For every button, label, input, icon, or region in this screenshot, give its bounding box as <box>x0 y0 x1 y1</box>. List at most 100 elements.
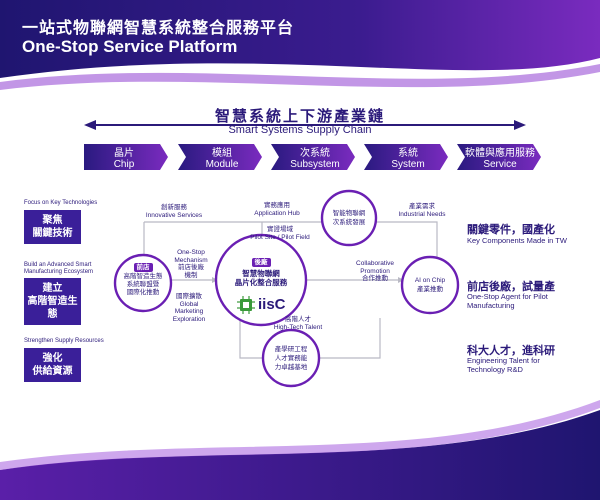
link-label-innovative: 創新服務 Innovative Services <box>138 204 210 219</box>
bottom-banner <box>0 410 600 500</box>
stage-chip: 晶片 Chip <box>84 144 164 170</box>
link-label-app-hub-en: Application Hub <box>254 209 300 217</box>
bottom-node-circle <box>261 328 321 388</box>
link-label-mechanism-1: One-Stop <box>177 249 205 256</box>
bottom-banner-accent <box>0 400 600 470</box>
link-label-talent-zh: 高階人才 <box>285 316 311 323</box>
front-node-line1: 高階智造生態 <box>123 273 163 280</box>
right-sub-talent: Engineering Talent for Technology R&D <box>467 356 540 374</box>
supply-chain-title-zh: 智慧系統上下游產業鏈 <box>214 108 385 125</box>
right-node: AI on Chip 產業推動 <box>405 276 455 294</box>
center-node-line1: 智慧物聯網 <box>242 269 280 278</box>
stage-subsystem: 次系統 Subsystem <box>277 144 353 170</box>
link-label-mechanism-2: Mechanism <box>174 256 208 264</box>
top-node-circle <box>320 189 378 247</box>
stage-module-en: Module <box>205 159 239 170</box>
bottom-node-line2: 人才實務能 <box>274 355 308 362</box>
link-label-pilot-zh: 實證場域 <box>267 226 293 233</box>
left-box-key-tech: 聚焦 關鍵技術 <box>24 210 81 244</box>
stage-module-zh: 模組 <box>212 148 232 159</box>
center-node-tag: 後廠 <box>251 258 271 267</box>
chevron-module <box>178 144 262 170</box>
link-label-innovative-en: Innovative Services <box>145 211 203 219</box>
top-banner <box>0 0 600 78</box>
front-node-line2: 系統聯盟暨 <box>126 281 160 288</box>
chevron-chip <box>84 144 168 170</box>
link-label-app-hub: 實務應用 Application Hub <box>247 202 307 217</box>
left-box-ecosystem: 建立 高階智造生態 <box>24 278 81 325</box>
center-node: 後廠 智慧物聯網 晶片化整合服務 <box>216 257 306 287</box>
stage-chip-zh: 晶片 <box>114 148 134 159</box>
chain-arrow-right-head <box>514 120 526 130</box>
stage-subsystem-en: Subsystem <box>290 159 340 170</box>
left-box-ecosystem-line1: 建立 <box>42 283 63 294</box>
stage-service-en: Service <box>483 159 517 170</box>
right-sub-pilot-line1: One-Stop Agent for Pilot <box>467 292 548 301</box>
stage-system-zh: 系統 <box>398 148 418 159</box>
link-label-collab-3: 合作推動 <box>362 275 388 282</box>
stage-subsystem-zh: 次系統 <box>300 148 330 159</box>
center-node-line2: 晶片化整合服務 <box>234 278 288 287</box>
chevron-system <box>364 144 448 170</box>
stage-system: 系統 System <box>370 144 446 170</box>
left-caption-ecosystem-line2: Manufacturing Ecosystem <box>24 269 94 275</box>
left-box-key-tech-line2: 關鍵技術 <box>32 228 73 239</box>
link-label-innovative-zh: 創新服務 <box>161 204 187 211</box>
right-title-pilot: 前店後廠，試量產 <box>467 281 555 293</box>
left-box-supply-line2: 供給資源 <box>32 366 73 377</box>
link-label-collab: Collaborative Promotion 合作推動 <box>345 260 405 283</box>
link-label-collab-2: Promotion <box>360 267 390 275</box>
link-label-app-hub-zh: 實務應用 <box>264 202 290 209</box>
front-node-tag: 前店 <box>133 263 153 272</box>
link-label-exploration: 國際擴散 Global Marketing Exploration <box>166 293 212 323</box>
right-node-circle <box>400 255 460 315</box>
front-node-line3: 國際化推動 <box>126 289 160 296</box>
right-title-talent: 科大人才，進科研 <box>467 345 555 357</box>
top-node-line2: 次系統發展 <box>332 219 366 226</box>
right-title-components: 關鍵零件，國產化 <box>467 224 555 236</box>
page-title-zh: 一站式物聯網智慧系統整合服務平台 <box>22 20 295 37</box>
right-node-line1: AI on Chip <box>414 277 446 284</box>
chain-arrow-left-head <box>84 120 96 130</box>
link-label-pilot-en: Pilot Site / Pilot Field <box>250 233 310 241</box>
chip-logo-icon <box>237 296 255 314</box>
link-label-exploration-1: 國際擴散 <box>176 293 202 300</box>
stage-service: 軟體與應用服務 Service <box>461 144 539 170</box>
right-node-line2: 產業推動 <box>417 286 443 293</box>
chevron-subsystem <box>271 144 355 170</box>
chevron-service <box>457 144 541 170</box>
page-title-en: One-Stop Service Platform <box>22 37 238 56</box>
right-sub-pilot-line2: Manufacturing <box>467 301 515 310</box>
right-sub-talent-line1: Engineering Talent for <box>467 356 540 365</box>
front-node: 前店 高階智造生態 系統聯盟暨 國際化推動 <box>118 263 168 297</box>
left-caption-key-tech: Focus on Key Technologies <box>24 200 98 206</box>
bottom-node: 產學研工程 人才實務能 力卓越基地 <box>266 345 316 372</box>
top-node: 智能物聯網 次系統發展 <box>324 209 374 227</box>
link-label-exploration-2: Global <box>179 300 199 308</box>
stage-module: 模組 Module <box>184 144 260 170</box>
left-box-key-tech-line1: 聚焦 <box>42 215 63 226</box>
stage-service-zh: 軟體與應用服務 <box>465 148 535 159</box>
supply-chain-title-en: Smart Systems Supply Chain <box>228 124 372 136</box>
left-caption-ecosystem-line1: Build an Advanced Smart <box>24 262 92 268</box>
left-box-ecosystem-line2: 高階智造生態 <box>27 296 78 320</box>
link-label-exploration-3: Marketing <box>174 308 204 315</box>
stage-chip-en: Chip <box>113 159 135 170</box>
link-label-industrial: 產業需求 Industrial Needs <box>390 203 454 218</box>
left-box-supply-line1: 強化 <box>42 353 63 364</box>
link-label-talent-en: High-Tech Talent <box>273 323 323 331</box>
top-banner-accent <box>0 64 600 90</box>
link-label-talent: 高階人才 High-Tech Talent <box>268 316 328 331</box>
right-sub-components: Key Components Made in TW <box>467 236 567 245</box>
bottom-node-line1: 產學研工程 <box>274 346 308 353</box>
right-sub-pilot: One-Stop Agent for Pilot Manufacturing <box>467 292 548 310</box>
right-sub-talent-line2: Technology R&D <box>467 365 523 374</box>
link-label-collab-1: Collaborative <box>356 260 394 267</box>
top-node-line1: 智能物聯網 <box>332 210 366 217</box>
link-label-mechanism-3: 前店後廠 <box>178 264 204 271</box>
link-label-industrial-zh: 產業需求 <box>409 203 435 210</box>
link-label-mechanism: One-Stop Mechanism 前店後廠 機制 <box>168 249 214 279</box>
stage-system-en: System <box>391 159 425 170</box>
link-label-mechanism-4: 機制 <box>184 271 198 279</box>
